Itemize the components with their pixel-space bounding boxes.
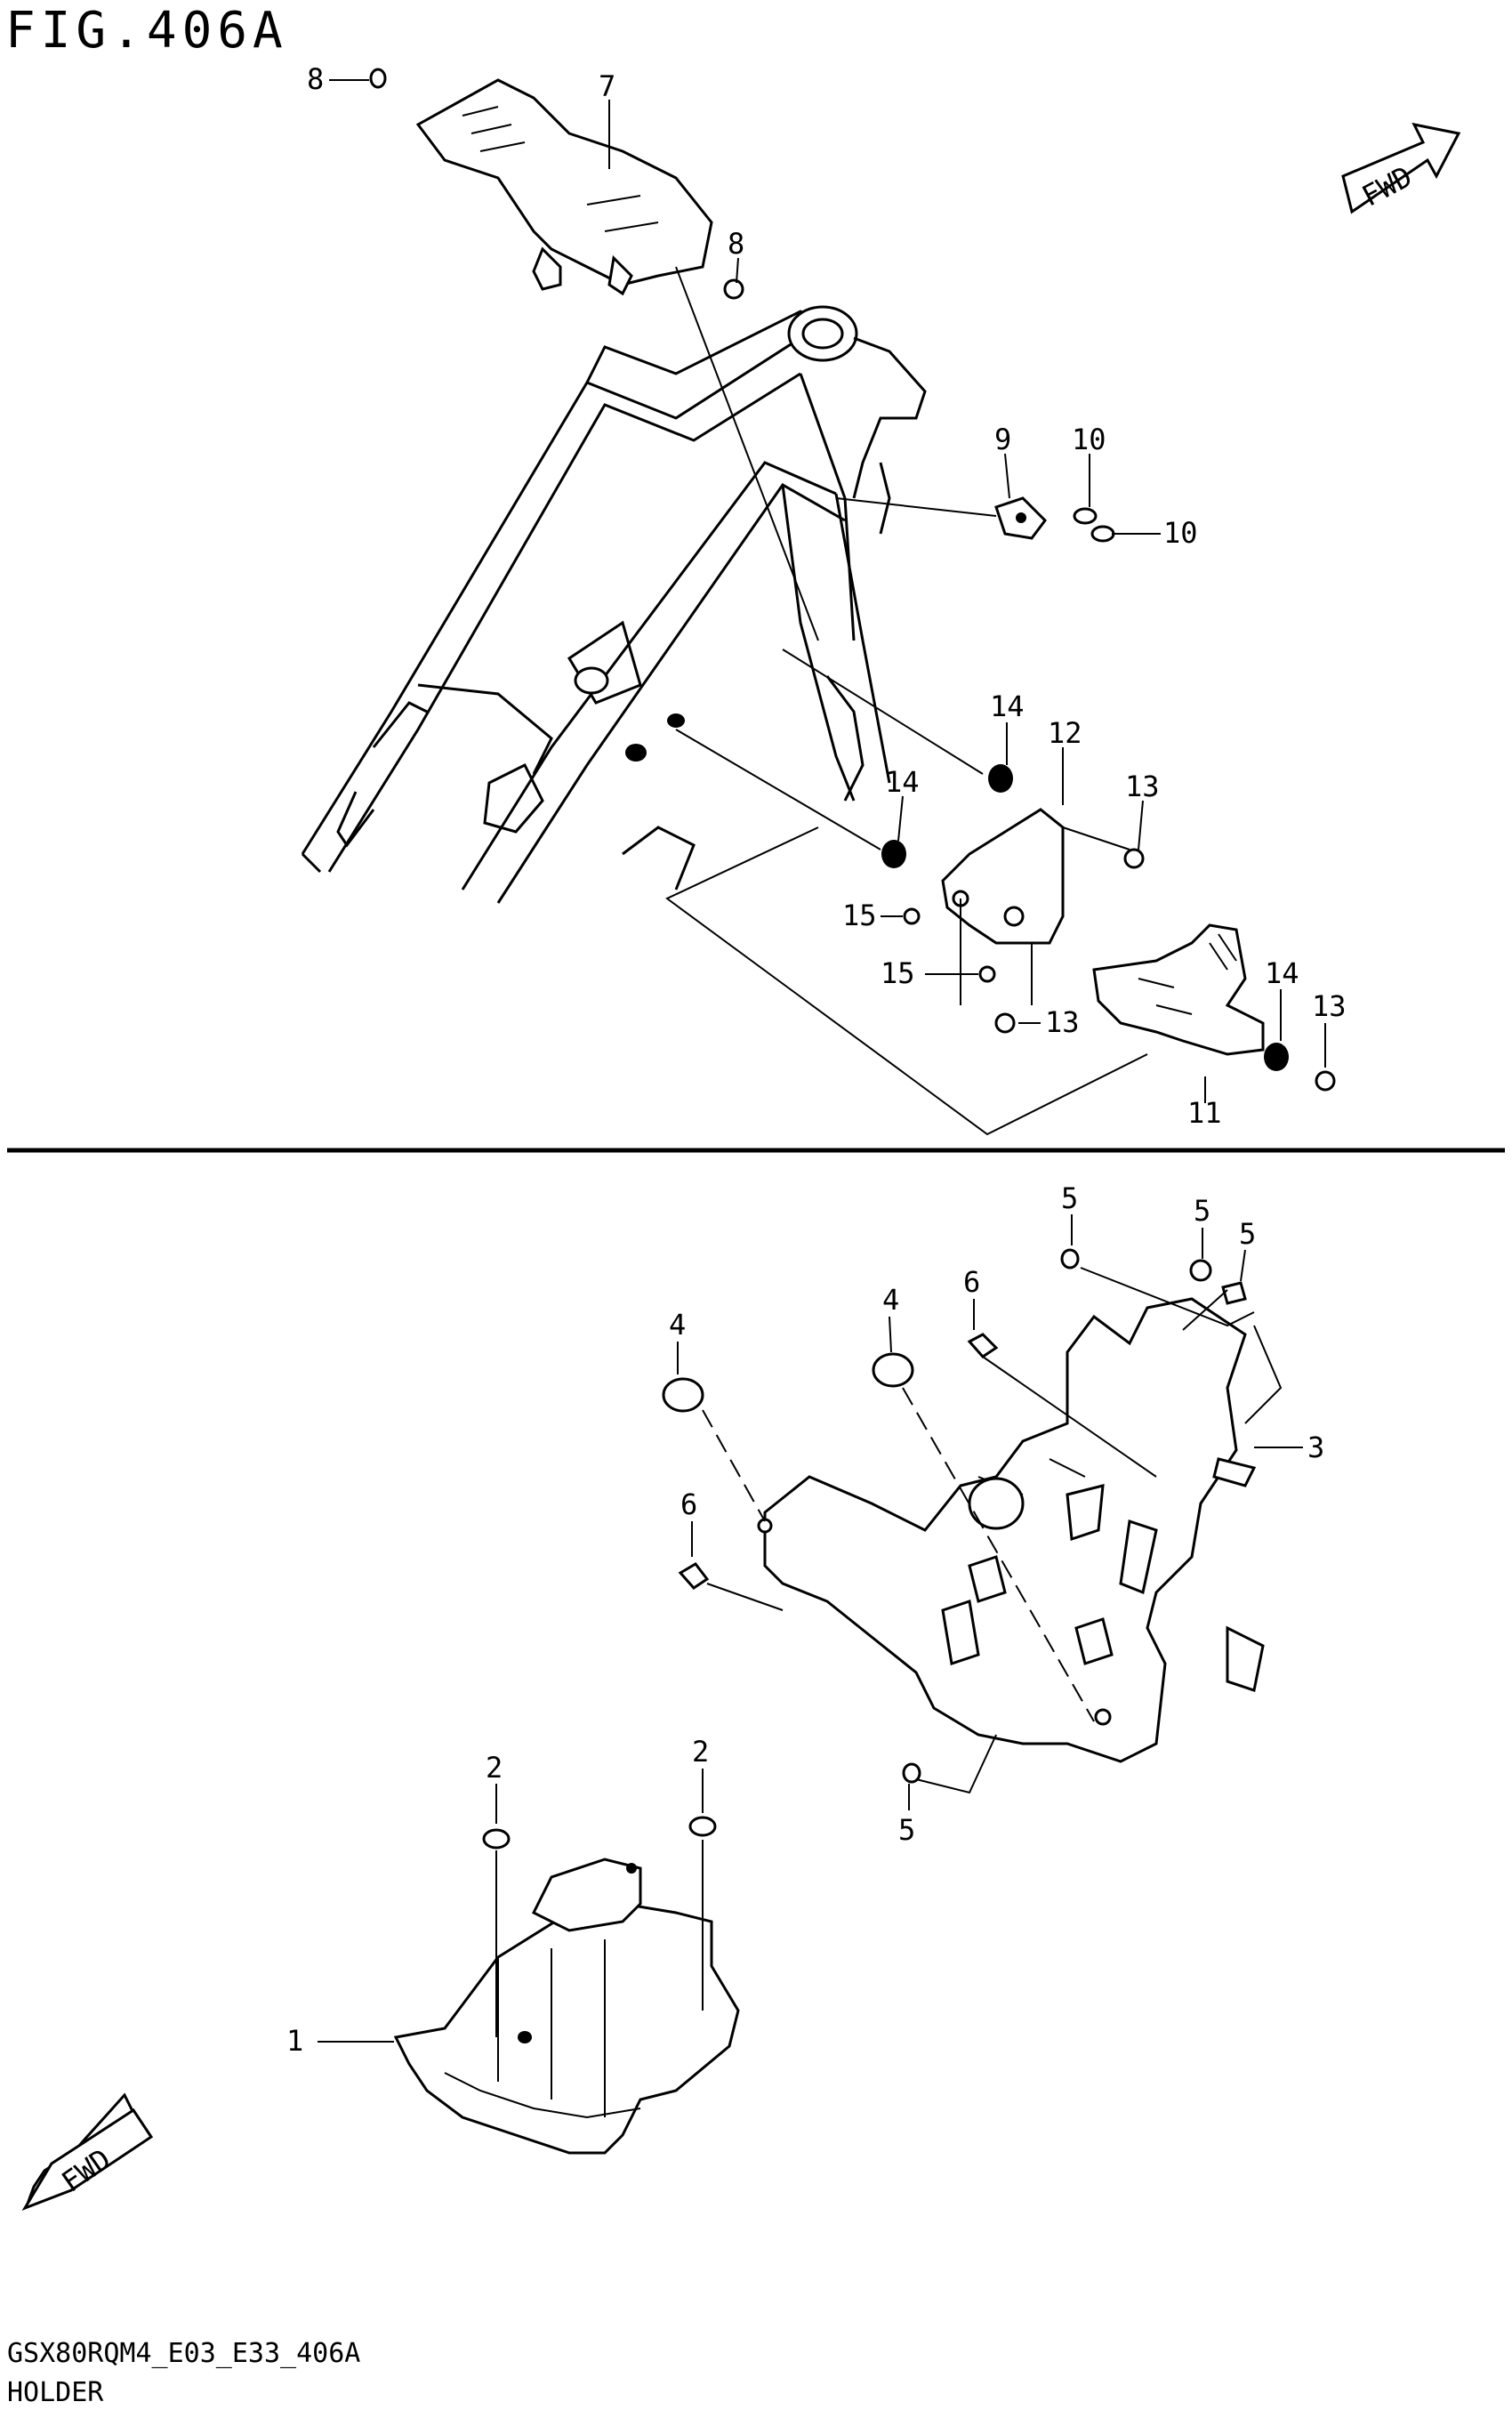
callout-12: 12 [1048, 716, 1082, 750]
callout-9: 9 [994, 423, 1011, 456]
callout-5d: 5 [898, 1813, 915, 1847]
callout-14a: 14 [990, 689, 1025, 723]
callouts-upper: 8 7 8 9 10 10 14 12 14 13 15 15 13 14 13… [307, 62, 1347, 1130]
callout-7: 7 [599, 69, 615, 103]
callout-6a: 6 [963, 1265, 980, 1299]
cushion-4a-icon [662, 1377, 704, 1413]
callout-10a: 10 [1072, 423, 1106, 456]
screw-15a-icon [903, 907, 921, 925]
callout-2b: 2 [692, 1735, 709, 1769]
callout-5c: 5 [1239, 1217, 1256, 1251]
callout-8b: 8 [728, 227, 744, 261]
callout-4b: 4 [882, 1283, 899, 1317]
screw-5c-icon [1221, 1281, 1247, 1305]
figure-title: FIG.406A [5, 2, 288, 60]
callout-15a: 15 [842, 899, 877, 932]
callout-8a: 8 [307, 62, 324, 96]
grommet-14c-icon [1264, 1043, 1289, 1071]
callout-13b: 13 [1045, 1005, 1080, 1039]
screw-15b-icon [978, 965, 996, 983]
callout-14c: 14 [1265, 956, 1299, 990]
callout-10b: 10 [1163, 516, 1198, 550]
part-1-tray [393, 1858, 740, 2155]
footer-name: HOLDER [7, 2377, 104, 2408]
callout-1: 1 [286, 2024, 303, 2058]
bolt-13b-icon [994, 1012, 1016, 1034]
callout-14b: 14 [885, 765, 920, 799]
callout-13c: 13 [1312, 989, 1347, 1023]
bolt-8a-icon [369, 68, 387, 89]
bolt-10a-icon [1073, 507, 1098, 525]
bolt-10b-icon [1090, 525, 1115, 543]
cushion-4b-icon [872, 1352, 914, 1388]
part-3-holder [757, 1297, 1265, 1763]
fasteners-lower [482, 1248, 1247, 1850]
bolt-13a-icon [1123, 848, 1145, 869]
clip-8b-icon [723, 278, 744, 300]
callouts-lower: 5 5 5 4 6 4 3 6 5 2 2 1 [286, 1181, 1324, 2058]
callout-4a: 4 [669, 1308, 686, 1342]
part-11-guard [1092, 923, 1265, 1056]
bolt-6a-icon [967, 1333, 999, 1358]
grommet-14a-icon [988, 764, 1013, 793]
screw-5a-icon [1060, 1248, 1080, 1269]
screw-5b-icon [1189, 1259, 1212, 1282]
frame-drawing [301, 305, 927, 904]
callout-5a: 5 [1061, 1181, 1078, 1215]
callout-11: 11 [1187, 1096, 1222, 1130]
footer-code: GSX80RQM4_E03_E33_406A [7, 2338, 361, 2369]
part-7-holder [415, 78, 713, 296]
fwd-arrow-icon-top: FWD [1341, 122, 1461, 214]
part-9-bracket [994, 496, 1047, 540]
leader-lines-upper [329, 79, 1326, 1136]
callout-15b: 15 [881, 956, 915, 990]
grommet-14b-icon [881, 840, 906, 868]
callout-2a: 2 [486, 1751, 503, 1785]
leader-lines-lower [318, 1214, 1303, 2043]
screw-5d-icon [902, 1762, 921, 1784]
fwd-arrow-icon-bottom: FWD [21, 2092, 154, 2211]
callout-6b: 6 [680, 1487, 697, 1521]
bolt-2b-icon [688, 1816, 717, 1837]
callout-3: 3 [1307, 1431, 1324, 1464]
fasteners-upper [369, 68, 1336, 1092]
bolt-13c-icon [1315, 1070, 1336, 1092]
callout-13a: 13 [1125, 770, 1160, 803]
bolt-2a-icon [482, 1828, 511, 1850]
bolt-6b-icon [678, 1562, 710, 1590]
callout-5b: 5 [1194, 1194, 1210, 1228]
